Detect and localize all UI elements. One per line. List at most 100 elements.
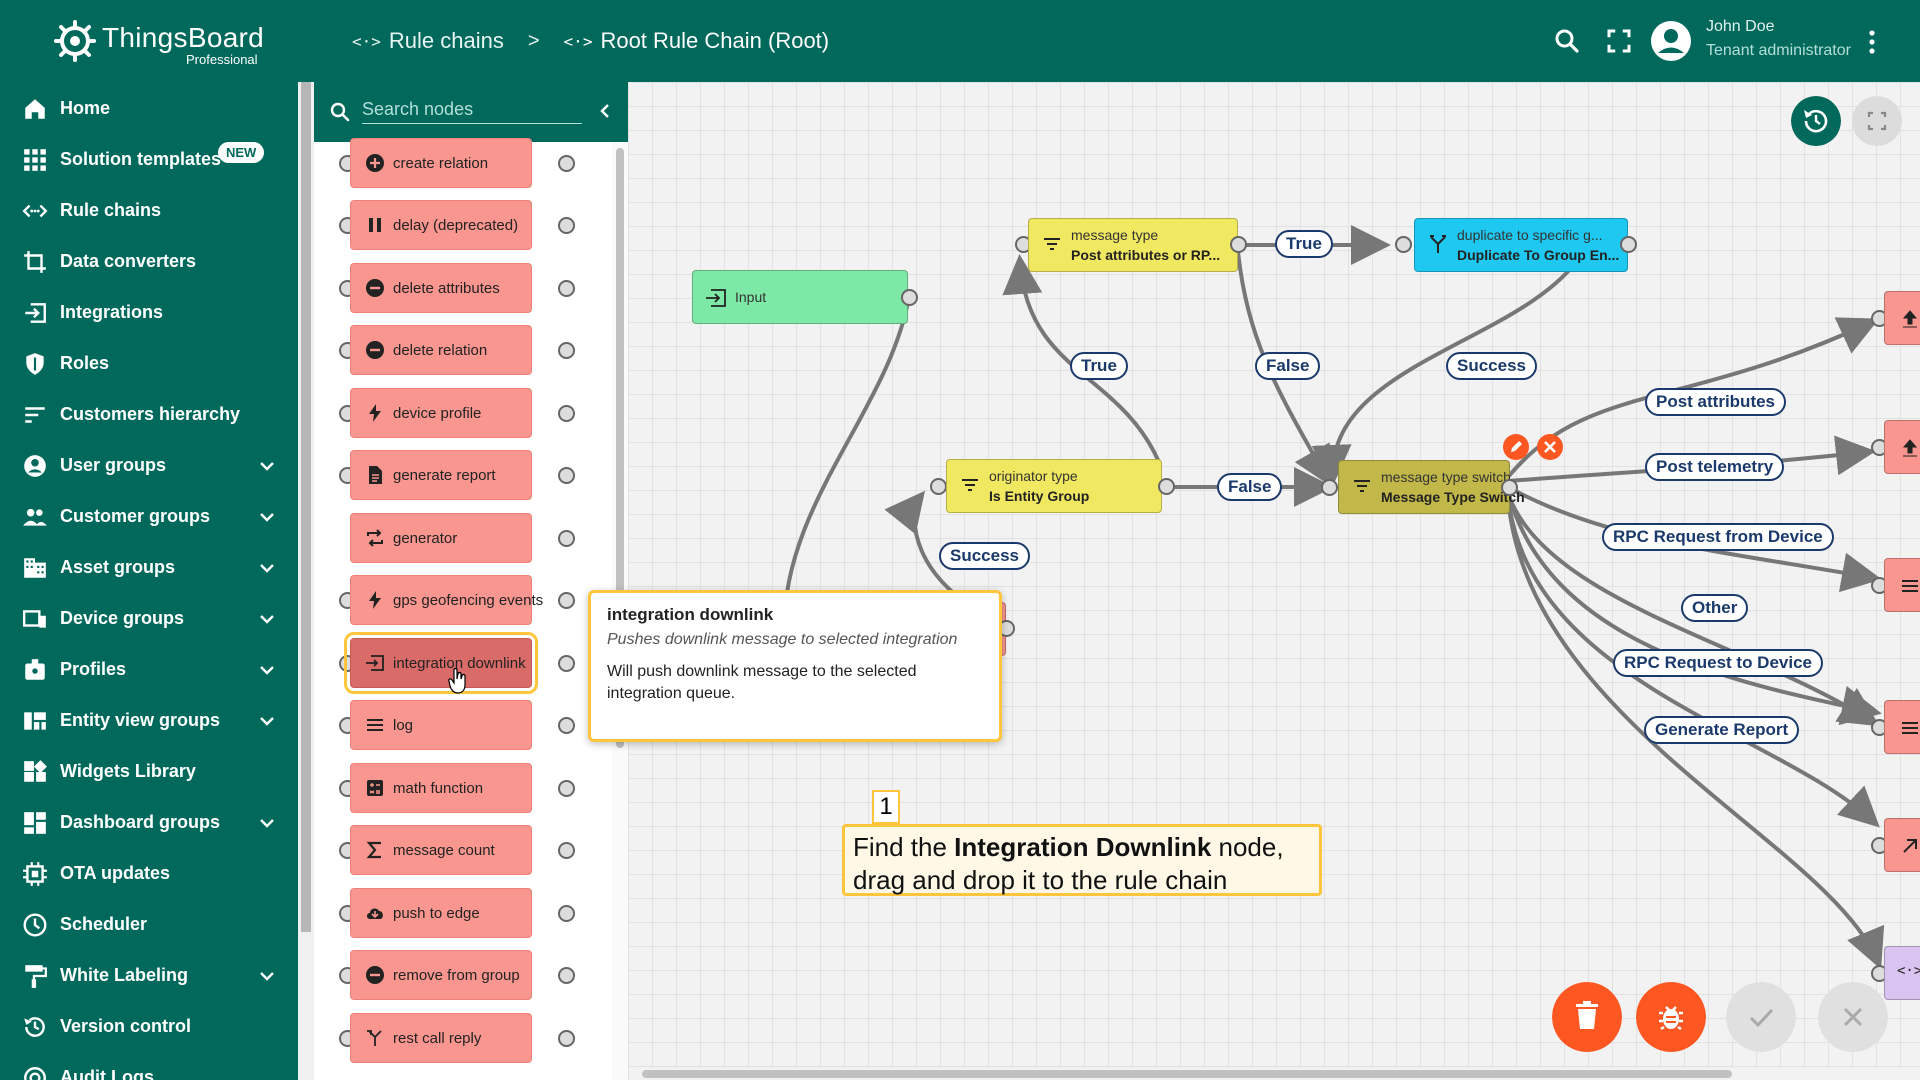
- revert-changes-button[interactable]: [1818, 982, 1888, 1052]
- library-node-remove-from-group[interactable]: remove from group: [350, 950, 532, 1000]
- sidebar-item-customer-groups[interactable]: Customer groups: [0, 491, 298, 542]
- output-port[interactable]: [558, 405, 575, 422]
- sidebar-item-version-control[interactable]: Version control: [0, 1001, 298, 1052]
- output-port[interactable]: [558, 155, 575, 172]
- sidebar-scrollbar-thumb[interactable]: [301, 82, 311, 932]
- library-scrollbar-thumb[interactable]: [616, 148, 624, 748]
- sidebar-item-white-labeling[interactable]: White Labeling: [0, 950, 298, 1001]
- library-node-message-count[interactable]: message count: [350, 825, 532, 875]
- output-port[interactable]: [1620, 236, 1637, 253]
- rule-node-message-type[interactable]: message type Post attributes or RP...: [1028, 218, 1238, 272]
- rule-node-rpc-call-request[interactable]: [1884, 818, 1920, 872]
- library-node-push-to-edge[interactable]: push to edge: [350, 888, 532, 938]
- chevron-down-icon[interactable]: [258, 712, 276, 730]
- sidebar-item-entity-view-groups[interactable]: Entity view groups: [0, 695, 298, 746]
- edge-label-generate-report[interactable]: Generate Report: [1644, 716, 1800, 744]
- input-port[interactable]: [930, 478, 947, 495]
- breadcrumb-rule-chains[interactable]: <·> Rule chains: [352, 28, 504, 54]
- library-node-create-relation[interactable]: create relation: [350, 138, 532, 188]
- output-port[interactable]: [1501, 479, 1518, 496]
- output-port[interactable]: [558, 842, 575, 859]
- edge-label-false[interactable]: False: [1217, 473, 1283, 501]
- output-port[interactable]: [558, 967, 575, 984]
- edge-label-success[interactable]: Success: [939, 542, 1030, 570]
- library-node-delete-relation[interactable]: delete relation: [350, 325, 532, 375]
- search-icon[interactable]: [1552, 26, 1582, 56]
- library-node-integration-downlink[interactable]: integration downlink: [344, 632, 538, 694]
- chevron-left-icon[interactable]: [594, 100, 616, 122]
- delete-selected-button[interactable]: [1552, 982, 1622, 1052]
- apply-changes-button[interactable]: [1726, 982, 1796, 1052]
- more-vert-icon[interactable]: [1868, 28, 1876, 56]
- input-port[interactable]: [1395, 236, 1412, 253]
- rule-node-duplicate[interactable]: duplicate to specific g... Duplicate To …: [1414, 218, 1628, 272]
- edge-label-success[interactable]: Success: [1446, 352, 1537, 380]
- chevron-down-icon[interactable]: [258, 967, 276, 985]
- rule-node-log-other[interactable]: [1884, 700, 1920, 754]
- rule-node-message-type-switch[interactable]: message type switch Message Type Switch: [1338, 460, 1525, 514]
- edit-node-icon[interactable]: [1502, 433, 1530, 461]
- sidebar-item-device-groups[interactable]: Device groups: [0, 593, 298, 644]
- output-port[interactable]: [558, 655, 575, 672]
- library-node-device-profile[interactable]: device profile: [350, 388, 532, 438]
- version-history-button[interactable]: [1791, 96, 1841, 146]
- chevron-down-icon[interactable]: [258, 814, 276, 832]
- chevron-down-icon[interactable]: [258, 457, 276, 475]
- output-port[interactable]: [558, 780, 575, 797]
- edge-label-rpc-request-from-device[interactable]: RPC Request from Device: [1602, 523, 1834, 551]
- library-node-generate-report[interactable]: generate report: [350, 450, 532, 500]
- output-port[interactable]: [558, 905, 575, 922]
- sidebar-item-home[interactable]: Home: [0, 83, 298, 134]
- library-node-log[interactable]: log: [350, 700, 532, 750]
- app-logo[interactable]: ThingsBoard Professional: [52, 18, 282, 68]
- sidebar-item-customers-hierarchy[interactable]: Customers hierarchy: [0, 389, 298, 440]
- fullscreen-canvas-button[interactable]: [1852, 96, 1902, 146]
- edge-label-post-attributes[interactable]: Post attributes: [1645, 388, 1787, 416]
- chevron-down-icon[interactable]: [258, 559, 276, 577]
- output-port[interactable]: [558, 1030, 575, 1047]
- sidebar-item-rule-chains[interactable]: Rule chains: [0, 185, 298, 236]
- edge-label-true[interactable]: True: [1070, 352, 1128, 380]
- output-port[interactable]: [901, 289, 918, 306]
- sidebar-item-data-converters[interactable]: Data converters: [0, 236, 298, 287]
- avatar[interactable]: [1650, 20, 1692, 62]
- user-name[interactable]: John Doe: [1706, 18, 1775, 35]
- sidebar-item-asset-groups[interactable]: Asset groups: [0, 542, 298, 593]
- edge-label-other[interactable]: Other: [1681, 594, 1749, 622]
- output-port[interactable]: [558, 530, 575, 547]
- edge-label-false[interactable]: False: [1255, 352, 1321, 380]
- library-node-delete-attributes[interactable]: delete attributes: [350, 263, 532, 313]
- output-port[interactable]: [558, 467, 575, 484]
- library-node-generator[interactable]: generator: [350, 513, 532, 563]
- sidebar-item-ota-updates[interactable]: OTA updates: [0, 848, 298, 899]
- debug-mode-button[interactable]: [1636, 982, 1706, 1052]
- edge-label-post-telemetry[interactable]: Post telemetry: [1645, 453, 1785, 481]
- rule-node-save-attributes[interactable]: [1884, 291, 1920, 345]
- output-port[interactable]: [558, 592, 575, 609]
- fullscreen-icon[interactable]: [1604, 26, 1634, 56]
- output-port[interactable]: [558, 217, 575, 234]
- sidebar-item-user-groups[interactable]: User groups: [0, 440, 298, 491]
- canvas-scrollbar-thumb[interactable]: [642, 1070, 1732, 1078]
- sidebar-item-integrations[interactable]: Integrations: [0, 287, 298, 338]
- sidebar-item-roles[interactable]: Roles: [0, 338, 298, 389]
- library-node-rest-call-reply[interactable]: rest call reply: [350, 1013, 532, 1063]
- input-port[interactable]: [1321, 479, 1338, 496]
- library-node-math-function[interactable]: math function: [350, 763, 532, 813]
- delete-node-icon[interactable]: [1536, 433, 1564, 461]
- chevron-down-icon[interactable]: [258, 508, 276, 526]
- chevron-down-icon[interactable]: [258, 610, 276, 628]
- output-port[interactable]: [558, 280, 575, 297]
- library-node-gps-geofencing-events[interactable]: gps geofencing events: [350, 575, 543, 625]
- sidebar-item-audit-logs[interactable]: Audit Logs: [0, 1052, 298, 1080]
- output-port[interactable]: [558, 717, 575, 734]
- edge-label-true[interactable]: True: [1275, 230, 1333, 258]
- rule-chain-canvas[interactable]: Input message type Post attributes or RP…: [628, 82, 1920, 1080]
- sidebar-item-profiles[interactable]: Profiles: [0, 644, 298, 695]
- output-port[interactable]: [1158, 478, 1175, 495]
- sidebar-item-scheduler[interactable]: Scheduler: [0, 899, 298, 950]
- sidebar-item-dashboard-groups[interactable]: Dashboard groups: [0, 797, 298, 848]
- rule-node-input[interactable]: Input: [692, 270, 908, 324]
- output-port[interactable]: [1230, 236, 1247, 253]
- edge-label-rpc-request-to-device[interactable]: RPC Request to Device: [1613, 649, 1823, 677]
